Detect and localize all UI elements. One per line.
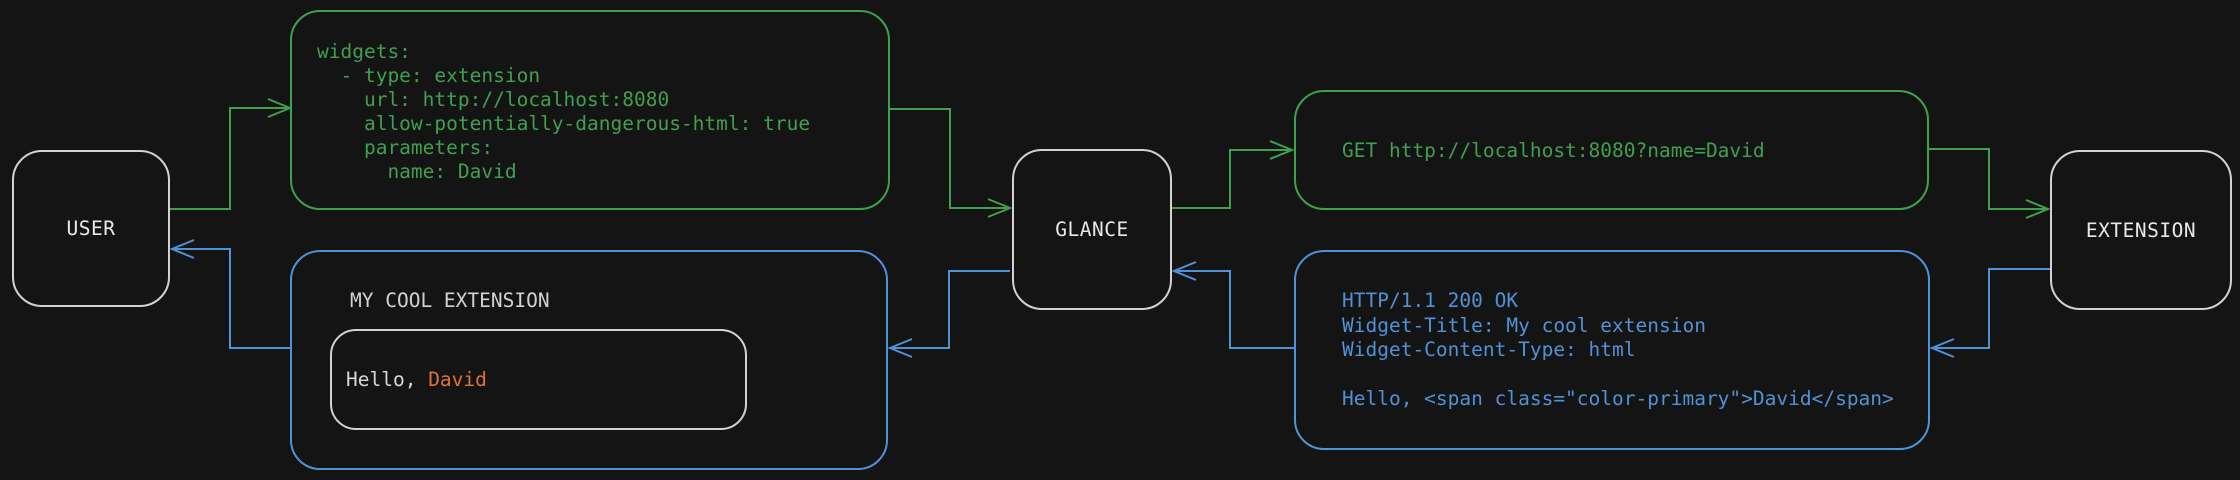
arrow-glance-to-widget (887, 270, 1010, 358)
user-node-label: USER (66, 217, 116, 240)
yaml-line: allow-potentially-dangerous-html: true (317, 112, 811, 135)
response-line (1342, 363, 1928, 388)
response-line: Widget-Title: My cool extension (1342, 313, 1706, 337)
arrow-config-to-glance (890, 108, 1013, 218)
arrow-widget-to-user (169, 239, 290, 349)
arrowhead-icon (1269, 140, 1295, 160)
response-line: Widget-Content-Type: html (1342, 338, 1636, 362)
yaml-line: - type: extension (317, 64, 541, 87)
arrow-line (893, 270, 1010, 349)
widget-config-yaml-block: widgets: - type: extension url: http://l… (290, 10, 890, 210)
http-response-block: HTTP/1.1 200 OK Widget-Title: My cool ex… (1294, 250, 1930, 450)
arrow-line (1929, 148, 2045, 210)
arrowhead-icon (1929, 338, 1955, 358)
extension-node-label: EXTENSION (2085, 218, 2197, 242)
arrow-extension-to-response (1929, 268, 2050, 358)
response-line: Hello, <span class="color-primary">David… (1342, 387, 1894, 411)
http-request-line: GET http://localhost:8080?name=David (1342, 138, 1765, 162)
arrow-line (1935, 268, 2050, 349)
widget-title: MY COOL EXTENSION (350, 289, 550, 312)
arrow-line (1177, 270, 1294, 349)
arrow-response-to-glance (1171, 261, 1294, 349)
rendered-widget-block: MY COOL EXTENSION Hello, David (290, 250, 888, 470)
arrow-line (890, 108, 1007, 209)
user-node: USER (12, 150, 170, 307)
glance-node: GLANCE (1012, 149, 1172, 310)
arrowhead-icon (1171, 261, 1197, 281)
yaml-line: widgets: (317, 40, 411, 63)
arrow-glance-to-request (1172, 140, 1295, 209)
yaml-line: parameters: (317, 136, 494, 159)
widget-greeting-box: Hello, David (330, 329, 747, 430)
arrowhead-icon (2025, 199, 2051, 219)
glance-node-label: GLANCE (1055, 218, 1129, 241)
yaml-line: name: David (317, 160, 517, 183)
arrow-request-to-extension (1929, 148, 2051, 219)
arrowhead-icon (987, 198, 1013, 218)
arrowhead-icon (169, 239, 195, 259)
arrowhead-icon (887, 338, 913, 358)
yaml-line: url: http://localhost:8080 (317, 88, 670, 111)
arrow-line (1172, 149, 1289, 209)
response-line: HTTP/1.1 200 OK (1342, 289, 1519, 312)
greeting-prefix: Hello, (346, 368, 429, 391)
extension-node: EXTENSION (2050, 150, 2232, 310)
greeting-name: David (428, 368, 487, 391)
http-request-block: GET http://localhost:8080?name=David (1294, 90, 1929, 210)
arrow-line (175, 248, 290, 349)
arrow-line (170, 107, 287, 210)
arrow-user-to-config (170, 98, 293, 210)
